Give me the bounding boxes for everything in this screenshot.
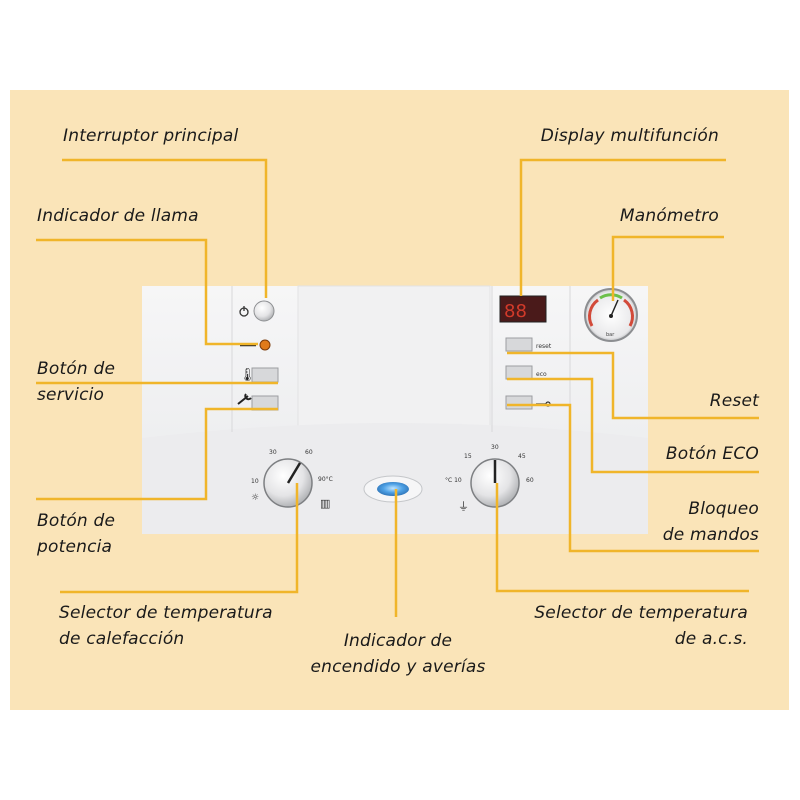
label-indicador-encendido: Indicador de encendido y averías	[298, 628, 498, 680]
label-bloqueo-mandos-line1: Bloqueo	[688, 499, 759, 519]
label-boton-potencia-line1: Botón de	[37, 511, 116, 531]
heating-max-label: 90°C	[318, 476, 333, 483]
display-digits: 88	[504, 301, 527, 322]
heating-tick-30: 30	[269, 449, 277, 456]
heating-temperature-knob[interactable]	[263, 458, 313, 508]
manometer-gauge: bar	[584, 288, 638, 342]
label-selector-calefaccion: Selector de temperatura de calefacción	[59, 600, 273, 652]
label-selector-acs-line1: Selector de temperatura	[534, 603, 748, 623]
manometer-unit: bar	[606, 332, 615, 338]
dhw-tick-60: 60	[526, 477, 534, 484]
reset-button[interactable]	[505, 337, 533, 352]
on-fault-indicator	[377, 482, 409, 496]
label-display-multifuncion: Display multifunción	[540, 126, 719, 146]
leader-lines	[36, 158, 759, 617]
leader-reset	[507, 351, 759, 420]
dhw-tick-30: 30	[491, 444, 499, 451]
leader-display	[519, 158, 726, 296]
label-boton-potencia-line2: potencia	[37, 537, 113, 557]
leader-llama	[36, 238, 258, 346]
label-manometro: Manómetro	[619, 206, 719, 226]
dhw-temperature-knob[interactable]	[470, 458, 520, 508]
label-selector-acs-line2: de a.c.s.	[674, 629, 748, 649]
label-bloqueo-mandos-line2: de mandos	[662, 525, 759, 545]
dhw-min-label: °C 10	[445, 477, 462, 484]
dhw-tick-45: 45	[518, 453, 526, 460]
leader-potencia	[36, 407, 278, 501]
multifunction-display	[499, 295, 547, 323]
label-bloqueo-mandos: Bloqueo de mandos	[663, 496, 759, 548]
main-switch-button[interactable]	[253, 300, 275, 322]
service-button[interactable]	[251, 367, 279, 383]
boiler-panel	[142, 285, 648, 534]
label-indicador-encendido-line2: encendido y averías	[310, 657, 486, 677]
leader-eco	[507, 377, 759, 474]
eco-button[interactable]	[505, 365, 533, 380]
radiator-icon: ▥	[320, 497, 330, 510]
leader-acs	[495, 483, 749, 593]
dhw-tick-15: 15	[464, 453, 472, 460]
label-boton-servicio: Botón de servicio	[37, 356, 115, 408]
label-indicador-encendido-line1: Indicador de	[343, 631, 453, 651]
leader-manometro	[611, 235, 724, 301]
faucet-icon: ⏚	[458, 500, 469, 513]
sun-icon: ☼	[251, 493, 259, 503]
heating-tick-60: 60	[305, 449, 313, 456]
leader-bloqueo	[507, 403, 759, 553]
label-boton-eco: Botón ECO	[665, 444, 759, 464]
heating-tick-10: 10	[251, 478, 259, 485]
leader-interruptor	[62, 158, 268, 298]
eco-button-label: eco	[536, 371, 547, 378]
label-selector-calefaccion-line1: Selector de temperatura	[59, 603, 273, 623]
label-boton-potencia: Botón de potencia	[37, 508, 115, 560]
label-interruptor-principal: Interruptor principal	[63, 126, 239, 146]
label-reset: Reset	[709, 391, 759, 411]
label-indicador-llama: Indicador de llama	[37, 206, 199, 226]
power-icon	[239, 306, 249, 317]
lock-controls-button[interactable]	[505, 395, 533, 410]
label-selector-acs: Selector de temperatura de a.c.s.	[534, 600, 748, 652]
leader-calefaccion	[60, 483, 299, 594]
label-boton-servicio-line1: Botón de	[37, 359, 116, 379]
label-boton-servicio-line2: servicio	[37, 385, 105, 405]
label-selector-calefaccion-line2: de calefacción	[59, 629, 185, 649]
wrench-icon	[237, 393, 252, 405]
reset-button-label: reset	[536, 343, 552, 350]
thermometer-icon: 🌡	[239, 367, 256, 383]
